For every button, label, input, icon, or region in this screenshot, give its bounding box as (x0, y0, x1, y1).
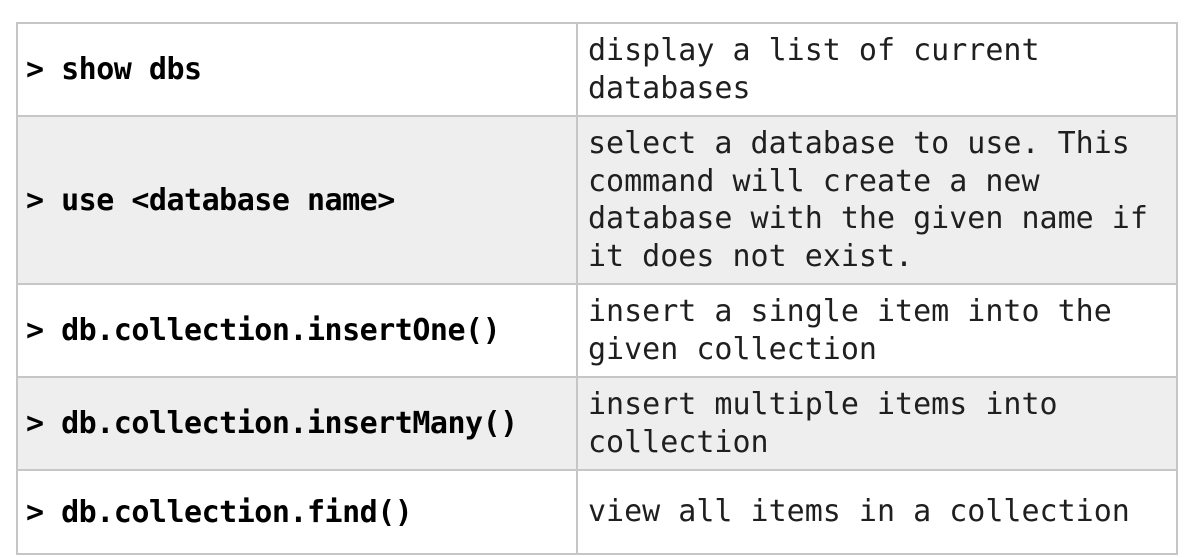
mongodb-commands-table: > show dbs display a list of current dat… (16, 22, 1178, 555)
command-cell: > show dbs (16, 22, 578, 117)
table-row: > db.collection.find() view all items in… (16, 469, 1178, 555)
command-cell: > use <database name> (16, 115, 578, 285)
table-row: > show dbs display a list of current dat… (16, 22, 1178, 117)
table-row: > use <database name> select a database … (16, 115, 1178, 285)
command-cell: > db.collection.insertMany() (16, 376, 578, 471)
command-cell: > db.collection.insertOne() (16, 283, 578, 378)
description-cell: view all items in a collection (576, 469, 1178, 555)
command-cell: > db.collection.find() (16, 469, 578, 555)
description-cell: display a list of current databases (576, 22, 1178, 117)
mongodb-commands-table-wrap: > show dbs display a list of current dat… (16, 22, 1178, 555)
table-row: > db.collection.insertMany() insert mult… (16, 376, 1178, 471)
commands-table-body: > show dbs display a list of current dat… (16, 22, 1178, 555)
table-row: > db.collection.insertOne() insert a sin… (16, 283, 1178, 378)
description-cell: insert multiple items into collection (576, 376, 1178, 471)
description-cell: insert a single item into the given coll… (576, 283, 1178, 378)
description-cell: select a database to use. This command w… (576, 115, 1178, 285)
